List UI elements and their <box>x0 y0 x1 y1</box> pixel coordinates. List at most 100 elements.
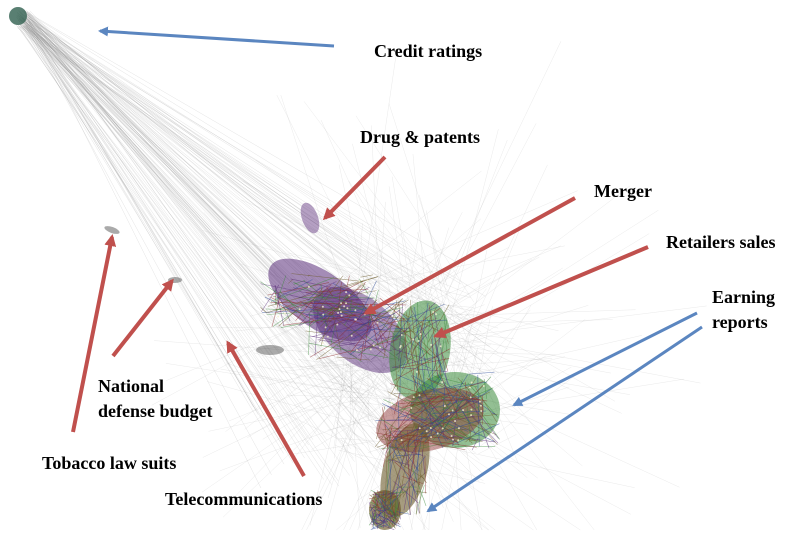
graph-node <box>452 439 454 441</box>
label-national-defense-line2: defense budget <box>98 400 213 422</box>
arrow-credit-ratings <box>100 31 334 46</box>
graph-node <box>327 336 329 338</box>
graph-edge <box>456 257 539 301</box>
graph-node <box>395 387 397 389</box>
graph-node <box>469 387 471 389</box>
graph-node <box>483 385 485 387</box>
graph-edge <box>341 439 372 530</box>
graph-edge <box>16 17 346 285</box>
graph-edge <box>28 21 304 458</box>
graph-edge <box>154 341 357 356</box>
graph-node <box>400 395 402 397</box>
graph-node <box>345 291 347 293</box>
graph-node <box>354 309 356 311</box>
graph-node <box>457 439 459 441</box>
graph-node <box>470 396 472 398</box>
cluster-edge <box>347 276 350 287</box>
graph-node <box>470 409 472 411</box>
graph-node <box>322 306 324 308</box>
graph-node <box>437 433 439 435</box>
graph-node <box>462 409 464 411</box>
graph-node <box>426 430 428 432</box>
graph-node <box>336 324 338 326</box>
graph-node <box>401 334 403 336</box>
graph-node <box>351 335 353 337</box>
arrow-retailers-sales <box>436 247 648 336</box>
graph-edge <box>229 374 344 421</box>
graph-node <box>412 339 414 341</box>
label-national-defense-line1: National <box>98 375 164 397</box>
label-credit-ratings: Credit ratings <box>374 40 482 62</box>
graph-node <box>419 333 421 335</box>
graph-node <box>322 314 324 316</box>
graph-node <box>348 294 350 296</box>
cluster-edge <box>406 511 407 512</box>
graph-node <box>452 409 454 411</box>
graph-edge <box>29 12 398 424</box>
graph-node <box>337 312 339 314</box>
graph-node <box>470 414 472 416</box>
cluster-edge <box>420 491 421 514</box>
graph-edge <box>468 306 707 335</box>
graph-edge <box>29 21 254 407</box>
label-earning-reports-line2: reports <box>712 311 768 333</box>
graph-node <box>444 405 446 407</box>
graph-edge <box>474 393 680 487</box>
graph-node <box>354 318 356 320</box>
graph-node <box>340 311 342 313</box>
graph-edge <box>25 15 288 280</box>
graph-edge <box>385 219 481 302</box>
graph-node <box>480 405 482 407</box>
graph-node <box>430 344 432 346</box>
graph-node <box>364 313 366 315</box>
graph-node <box>356 349 358 351</box>
graph-node <box>410 407 412 409</box>
graph-node <box>448 413 450 415</box>
graph-node <box>413 396 415 398</box>
graph-edge <box>16 25 353 458</box>
graph-node <box>322 342 324 344</box>
graph-node <box>340 302 342 304</box>
arrow-national-defense <box>113 281 172 356</box>
arrow-merger <box>366 198 575 313</box>
graph-edge <box>475 379 684 412</box>
graph-node <box>430 436 432 438</box>
graph-node <box>390 313 392 315</box>
graph-node <box>367 279 369 281</box>
graph-node <box>370 348 372 350</box>
graph-edge <box>358 191 578 286</box>
label-telecommunications: Telecommunications <box>165 488 322 510</box>
graph-node <box>458 427 460 429</box>
graph-node <box>441 381 443 383</box>
graph-edge <box>470 340 701 383</box>
graph-edge <box>447 129 499 334</box>
graph-edge <box>21 18 393 441</box>
graph-edge <box>25 26 326 440</box>
graph-edge <box>28 19 332 261</box>
graph-node <box>418 394 420 396</box>
graph-node <box>480 410 482 412</box>
graph-edge <box>22 18 269 271</box>
graph-node <box>432 311 434 313</box>
label-earning-reports-line1: Earning <box>712 286 775 308</box>
graph-node <box>430 427 432 429</box>
cluster-credit-ratings <box>9 7 27 25</box>
graph-node <box>361 283 363 285</box>
graph-edge <box>467 210 658 332</box>
graph-edge <box>24 21 390 279</box>
graph-node <box>345 302 347 304</box>
graph-edge <box>27 13 265 312</box>
graph-edge <box>281 365 330 367</box>
graph-node <box>454 420 456 422</box>
graph-node <box>343 305 345 307</box>
graph-node <box>277 315 279 317</box>
graph-node <box>308 286 310 288</box>
graph-node <box>396 309 398 311</box>
graph-node <box>391 402 393 404</box>
cluster-telecom-small <box>256 345 284 355</box>
graph-node <box>419 427 421 429</box>
graph-node <box>338 308 340 310</box>
graph-node <box>479 401 481 403</box>
graph-node <box>435 313 437 315</box>
graph-edge <box>355 408 371 454</box>
